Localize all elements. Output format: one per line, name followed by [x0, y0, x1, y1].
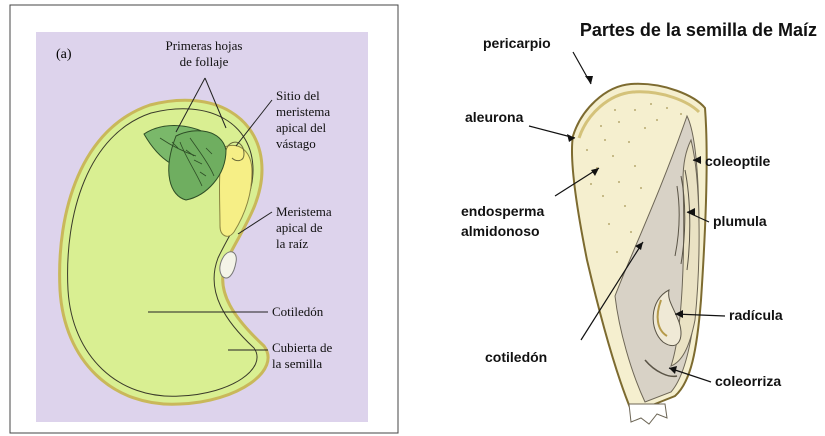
label-coleorriza: coleorriza [715, 373, 781, 389]
bean-seed-diagram: (a) Primeras hojas de f [0, 0, 400, 436]
label-meristema-3: la raíz [276, 236, 308, 251]
label-coleoptile: coleoptile [705, 153, 771, 169]
panel-label: (a) [56, 47, 72, 62]
label-meristema-1: Meristema [276, 204, 332, 219]
label-radicula: radícula [729, 307, 783, 323]
label-sitio-4: vástago [276, 136, 316, 151]
label-cubierta-2: la semilla [272, 356, 322, 371]
label-aleurona: aleurona [465, 109, 524, 125]
label-plumula: plumula [713, 213, 767, 229]
label-cotiledon-maiz: cotiledón [485, 349, 547, 365]
label-endosperma-1: endosperma [461, 203, 544, 219]
label-cotiledon: Cotiledón [272, 304, 324, 319]
maize-title: Partes de la semilla de Maíz [580, 20, 817, 40]
label-primeras-2: de follaje [180, 54, 229, 69]
label-sitio-2: meristema [276, 104, 330, 119]
label-meristema-2: apical de [276, 220, 323, 235]
label-pericarpio: pericarpio [483, 35, 551, 51]
label-endosperma-2: almidonoso [461, 223, 540, 239]
bean-seed-svg: (a) Primeras hojas de f [0, 0, 400, 436]
label-cubierta-1: Cubierta de [272, 340, 333, 355]
maize-seed-svg: Partes de la semilla de Maíz [405, 0, 825, 436]
tip-cap [629, 404, 667, 424]
label-primeras-1: Primeras hojas [166, 38, 243, 53]
label-sitio-3: apical del [276, 120, 327, 135]
label-sitio-1: Sitio del [276, 88, 320, 103]
maize-seed-diagram: Partes de la semilla de Maíz [405, 0, 825, 436]
